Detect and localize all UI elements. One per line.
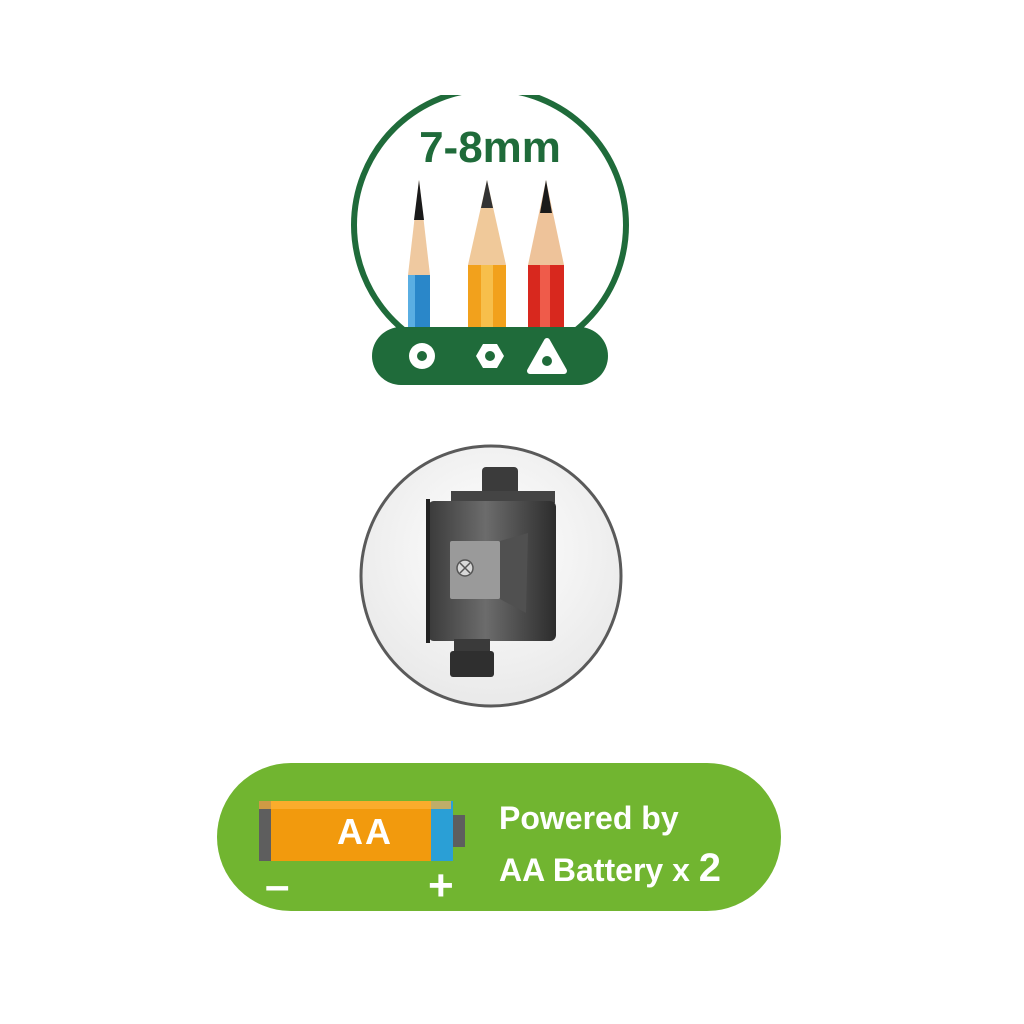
pencil-diameter-label: 7-8mm	[419, 123, 561, 172]
battery-type-text: AA Battery x	[499, 852, 690, 888]
yellow-pencil-icon	[468, 180, 506, 335]
red-pencil-icon	[528, 180, 564, 335]
aa-battery-icon	[259, 801, 465, 861]
round-shape-icon	[409, 343, 435, 369]
hexagonal-shape-icon	[476, 344, 504, 368]
pencil-badge-graphic	[351, 95, 629, 385]
battery-count-line: AA Battery x 2	[499, 843, 721, 895]
pencil-sharpener-blade-icon	[359, 444, 623, 708]
negative-terminal-label: –	[265, 861, 290, 910]
blue-pencil-icon	[408, 180, 430, 335]
triangular-shape-icon	[527, 338, 567, 374]
battery-count: 2	[698, 846, 722, 890]
power-source-text: Powered by AA Battery x 2	[499, 793, 721, 895]
battery-banner: AA Powered by AA Battery x 2	[217, 763, 781, 911]
powered-by-line: Powered by	[499, 800, 679, 836]
pencil-size-badge: 7-8mm	[340, 95, 640, 395]
battery-type-label: AA	[337, 811, 393, 852]
positive-terminal-label: +	[428, 861, 454, 910]
sharpener-blade-badge	[358, 443, 624, 709]
